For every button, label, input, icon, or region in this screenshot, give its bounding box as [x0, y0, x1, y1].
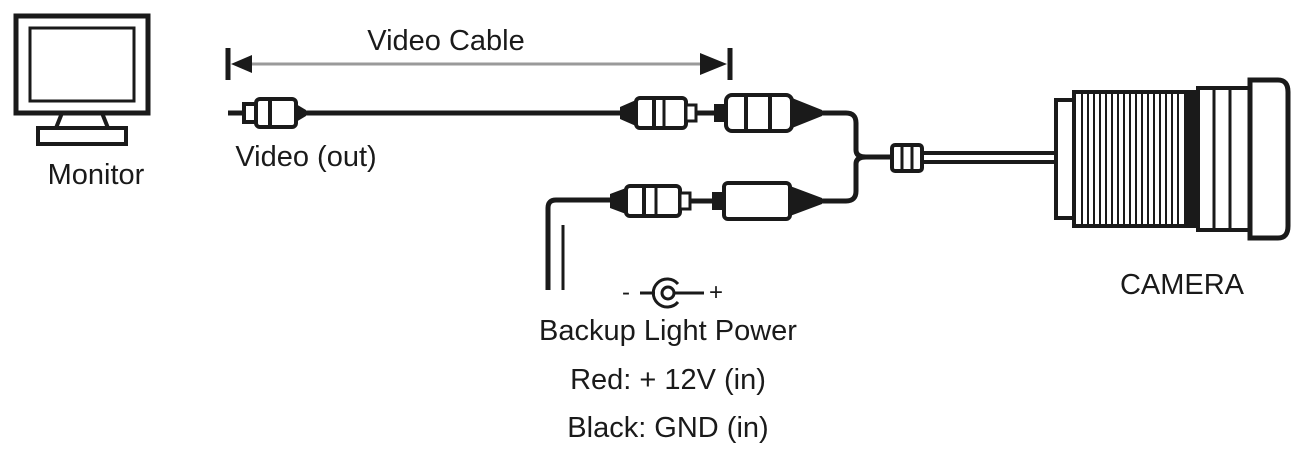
polarity-minus-label: -	[622, 279, 630, 306]
video-connector-cable-end	[620, 96, 714, 130]
power-connector-camera-side	[712, 181, 822, 221]
monitor-icon	[13, 13, 151, 146]
video-cable-length-arrow	[225, 48, 733, 80]
monitor-label: Monitor	[48, 159, 145, 191]
camera-cable	[922, 151, 1056, 164]
backup-light-power-label: Backup Light Power	[539, 315, 797, 347]
camera-label: CAMERA	[1120, 269, 1245, 301]
cable-joint-boot	[890, 143, 924, 173]
camera-icon	[1054, 77, 1291, 241]
black-wire-label: Black: GND (in)	[567, 412, 768, 444]
red-wire-label: Red: + 12V (in)	[570, 364, 766, 396]
video-rca-plug-monitor	[228, 97, 306, 129]
video-connector-camera-side	[714, 93, 822, 133]
video-cable-label: Video Cable	[367, 25, 524, 57]
power-connector-lead-side	[545, 184, 712, 290]
dc-jack-symbol-icon	[640, 277, 704, 309]
camera-lead-wires	[822, 110, 892, 204]
video-out-label: Video (out)	[235, 141, 376, 173]
polarity-plus-label: +	[709, 279, 723, 306]
